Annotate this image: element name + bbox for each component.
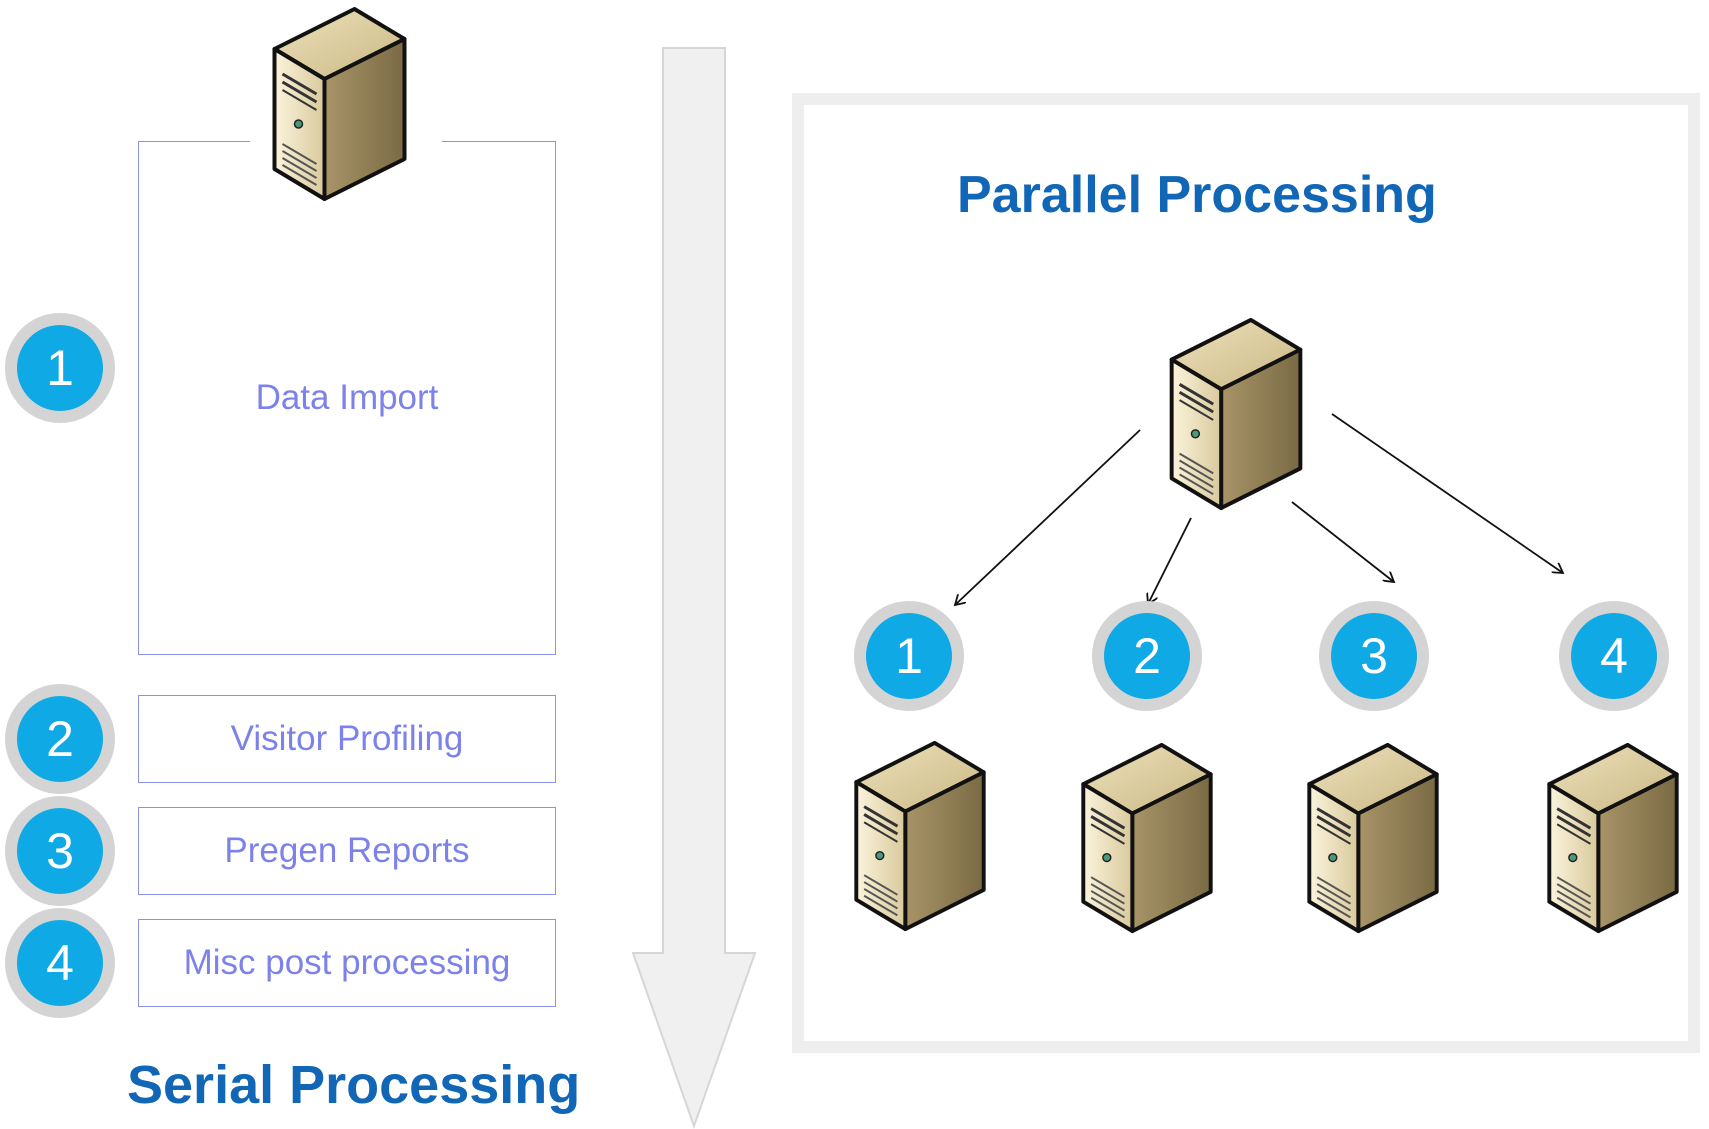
parallel-worker-server-4-icon: [1538, 740, 1688, 936]
serial-flow-arrow: [631, 47, 757, 1129]
parallel-badge-4: 4: [1559, 601, 1669, 711]
serial-badge-3: 3: [5, 796, 115, 906]
arrow-to-node-2: [1148, 517, 1192, 604]
parallel-badge-3: 3: [1319, 601, 1429, 711]
step-box-1: Data Import: [138, 141, 556, 655]
serial-badge-2: 2: [5, 684, 115, 794]
parallel-worker-server-2-icon: [1072, 740, 1222, 936]
arrow-to-node-3: [1291, 501, 1394, 582]
arrow-to-node-1: [955, 429, 1141, 605]
serial-title: Serial Processing: [127, 1055, 581, 1115]
arrow-to-node-4: [1331, 413, 1563, 573]
bracket-line-left: [138, 141, 250, 142]
step-label-2: Visitor Profiling: [230, 719, 464, 758]
serial-badge-1: 1: [5, 313, 115, 423]
step-label-3: Pregen Reports: [224, 831, 470, 870]
parallel-badge-2: 2: [1092, 601, 1202, 711]
step-box-4: Misc post processing: [138, 919, 556, 1007]
step-label-1: Data Import: [255, 377, 439, 417]
step-box-3: Pregen Reports: [138, 807, 556, 895]
parallel-badge-1: 1: [854, 601, 964, 711]
step-box-2: Visitor Profiling: [138, 695, 556, 783]
parallel-worker-server-3-icon: [1298, 740, 1448, 936]
bracket-line-right: [442, 141, 556, 142]
parallel-worker-server-1-icon: [845, 738, 995, 934]
parallel-title: Parallel Processing: [957, 166, 1437, 224]
serial-badge-4: 4: [5, 908, 115, 1018]
step-label-4: Misc post processing: [183, 943, 511, 982]
